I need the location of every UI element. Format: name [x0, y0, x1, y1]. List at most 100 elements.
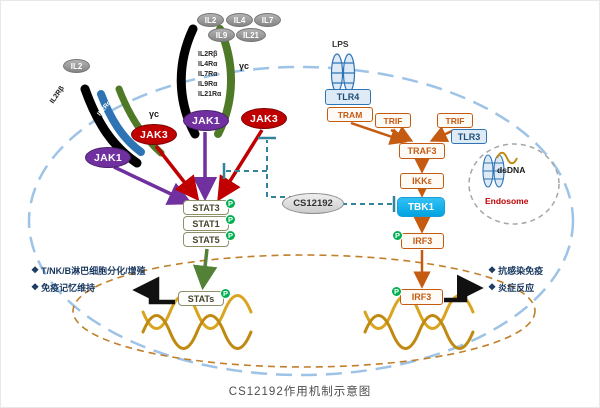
stat1-box: STAT1 [183, 216, 229, 231]
phospho-label: P [394, 231, 400, 240]
nucleus-membrane [72, 254, 536, 368]
cytokine-il2-left-label: IL2 [70, 61, 83, 71]
bullet-icon: ❖ [488, 282, 497, 292]
cs12192-label: CS12192 [293, 198, 333, 209]
stat3-box: STAT3 [183, 200, 229, 215]
stat3-label: STAT3 [192, 202, 220, 213]
jak3-right: JAK3 [241, 108, 287, 129]
cytokine-il9: IL9 [208, 28, 235, 42]
bullet-icon: ❖ [488, 265, 497, 275]
irf3-label: IRF3 [411, 292, 432, 302]
irf3-box: IRF3 [401, 233, 444, 249]
outcome-item: ❖ 免疫记忆维持 [31, 281, 146, 294]
cell-membrane [27, 65, 575, 377]
tlr3-receptor [482, 154, 505, 188]
jak3-label: JAK3 [249, 112, 279, 125]
outcome-text: 炎症反应 [498, 283, 535, 293]
phospho-badge: P [391, 286, 402, 297]
stats-nucleus-box: STATs [178, 291, 224, 306]
inhibition-lines [222, 136, 396, 212]
outcome-text: 抗感染免疫 [498, 266, 544, 276]
traf3-box: TRAF3 [399, 143, 445, 159]
receptor-chain: IL7Rα [198, 71, 218, 78]
jak3-label: JAK3 [139, 128, 169, 141]
lps-label: LPS [332, 39, 349, 49]
jak1-center: JAK1 [183, 110, 229, 131]
diagram-caption: CS12192作用机制示意图 [228, 386, 372, 398]
outcome-arrow-left [132, 276, 175, 305]
phospho-badge: P [225, 214, 236, 225]
phospho-badge: P [225, 230, 236, 241]
ikke-box: IKKε [400, 173, 444, 189]
tlr-pathway-arrows [350, 121, 455, 289]
cytokine-il4: IL4 [226, 13, 253, 27]
trif-box-left: TRIF [375, 113, 411, 128]
trif-label: TRIF [445, 115, 465, 126]
cytokine-il2: IL2 [197, 13, 224, 27]
gamma-c-label-left: γc [149, 109, 160, 119]
cytokine-il9-label: IL9 [215, 30, 228, 40]
tram-box: TRAM [327, 107, 373, 122]
ikke-label: IKKε [412, 176, 432, 186]
stat5-box: STAT5 [183, 232, 229, 247]
cytokine-il2-label: IL2 [204, 15, 217, 25]
tlr3-label: TLR3 [457, 131, 481, 142]
receptor-chain: IL9Rα [198, 81, 218, 88]
outcomes-left: ❖ T/NK/B淋巴细胞分化/增殖 ❖ 免疫记忆维持 [31, 264, 146, 294]
stat1-label: STAT1 [192, 218, 220, 229]
jak1-left: JAK1 [85, 147, 131, 168]
outcome-text: 免疫记忆维持 [41, 283, 96, 293]
tlr3-box: TLR3 [451, 129, 487, 144]
receptor-chain: IL2Rβ [198, 51, 218, 58]
trif-box-right: TRIF [437, 113, 473, 128]
dsdna-squiggle [496, 151, 518, 165]
receptor-chain-list: IL2Rβ IL4Rα IL7Rα IL9Rα IL21Rα [198, 50, 221, 100]
cytokine-il7-label: IL7 [261, 15, 274, 25]
outcomes-right: ❖ 抗感染免疫 ❖ 炎症反应 [488, 264, 543, 294]
phospho-badge: P [392, 230, 403, 241]
phospho-label: P [227, 231, 233, 240]
tlr4-label: TLR4 [336, 92, 360, 102]
stats-label: STATs [187, 293, 215, 304]
jak1-label: JAK1 [93, 151, 123, 164]
endosome-outline [468, 143, 560, 225]
outcome-text: T/NK/B淋巴细胞分化/增殖 [41, 266, 146, 276]
stat5-label: STAT5 [192, 234, 220, 245]
receptor-chain: IL4Rα [198, 61, 218, 68]
cytokine-il21: IL21 [236, 28, 266, 42]
phospho-badge: P [220, 288, 231, 299]
phospho-badge: P [225, 198, 236, 209]
cytokine-il7: IL7 [254, 13, 281, 27]
dna-helix-left [141, 294, 253, 350]
dsdna-label: dsDNA [497, 165, 526, 175]
outcome-item: ❖ 抗感染免疫 [488, 264, 543, 277]
jak3-left: JAK3 [131, 124, 177, 145]
traf3-label: TRAF3 [407, 146, 437, 156]
irf3-label: IRF3 [412, 236, 433, 246]
receptor-chain: IL21Rα [198, 91, 222, 98]
outcome-item: ❖ T/NK/B淋巴细胞分化/增殖 [31, 264, 146, 277]
phospho-label: P [393, 287, 399, 296]
phospho-label: P [227, 199, 233, 208]
tram-label: TRAM [337, 109, 363, 120]
tlr4-receptor [330, 53, 356, 93]
cytokine-il21-label: IL21 [242, 30, 259, 40]
outcome-item: ❖ 炎症反应 [488, 281, 543, 294]
irf3-nucleus-box: IRF3 [400, 289, 443, 305]
cytokine-il4-label: IL4 [233, 15, 246, 25]
jak1-label: JAK1 [191, 114, 221, 127]
cs12192-inhibitor: CS12192 [282, 193, 344, 214]
phospho-label: P [222, 289, 228, 298]
tbk1-box: TBK1 [397, 197, 445, 217]
gamma-c-label: γc [239, 61, 250, 71]
outcome-arrow-right [444, 274, 484, 303]
tbk1-label: TBK1 [407, 201, 435, 213]
bullet-icon: ❖ [31, 282, 40, 292]
cytokine-il2-left: IL2 [63, 59, 90, 73]
trif-label: TRIF [383, 115, 403, 126]
endosome-label: Endosome [485, 196, 529, 206]
tlr4-box: TLR4 [325, 89, 371, 105]
bullet-icon: ❖ [31, 265, 40, 275]
